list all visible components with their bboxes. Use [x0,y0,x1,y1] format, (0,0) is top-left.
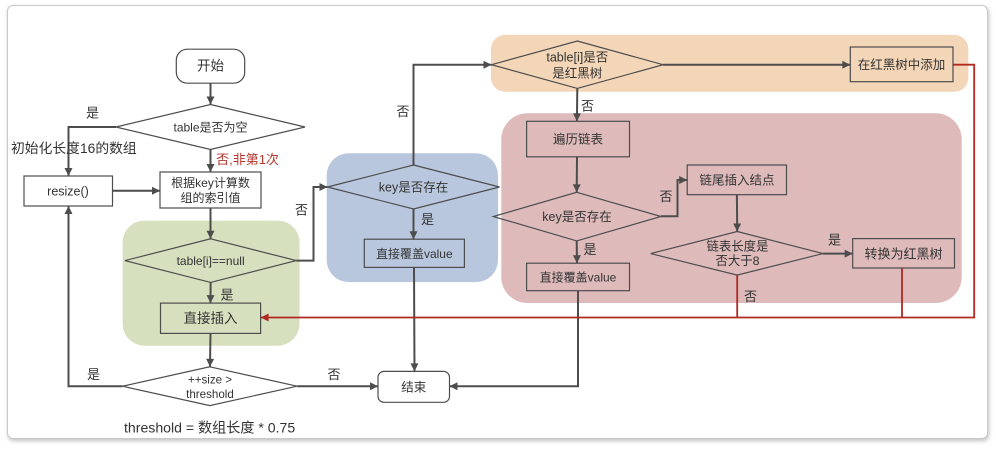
svg-text:table[i]是否: table[i]是否 [546,51,608,65]
svg-text:key是否存在: key是否存在 [379,181,448,195]
svg-text:否,非第1次: 否,非第1次 [216,152,279,167]
svg-text:直接插入: 直接插入 [184,310,238,326]
svg-text:是: 是 [421,212,434,227]
svg-text:结束: 结束 [401,380,427,394]
svg-text:否大于8: 否大于8 [715,254,759,268]
svg-text:table[i]==null: table[i]==null [177,254,245,268]
svg-text:初始化长度16的数组: 初始化长度16的数组 [11,140,137,156]
svg-text:是: 是 [583,242,596,257]
svg-text:否: 否 [744,289,757,304]
svg-text:直接覆盖value: 直接覆盖value [376,246,453,261]
svg-text:开始: 开始 [197,59,224,74]
svg-text:在红黑树中添加: 在红黑树中添加 [858,57,946,72]
svg-text:否: 否 [295,203,308,218]
svg-text:table是否为空: table是否为空 [173,121,247,135]
svg-text:threshold = 数组长度 * 0.75: threshold = 数组长度 * 0.75 [124,420,295,436]
svg-text:链表长度是: 链表长度是 [707,238,769,253]
svg-text:否: 否 [659,189,672,204]
svg-text:否: 否 [327,367,340,382]
svg-text:是: 是 [220,288,233,303]
svg-text:是: 是 [828,233,841,248]
svg-text:否: 否 [396,104,409,119]
svg-text:组的索引值: 组的索引值 [180,190,240,205]
svg-text:resize(): resize() [47,185,89,199]
svg-text:否: 否 [581,98,594,113]
svg-text:++size >: ++size > [188,374,232,387]
svg-text:是: 是 [86,106,99,121]
svg-text:遍历链表: 遍历链表 [553,132,604,147]
svg-text:threshold: threshold [186,388,234,401]
svg-text:根据key计算数: 根据key计算数 [171,175,250,190]
svg-text:是红黑树: 是红黑树 [552,66,602,81]
svg-text:链尾插入结点: 链尾插入结点 [699,172,774,187]
svg-text:key是否存在: key是否存在 [542,210,611,224]
svg-text:直接覆盖value: 直接覆盖value [540,269,617,284]
svg-text:是: 是 [87,367,100,382]
svg-text:转换为红黑树: 转换为红黑树 [864,246,942,261]
